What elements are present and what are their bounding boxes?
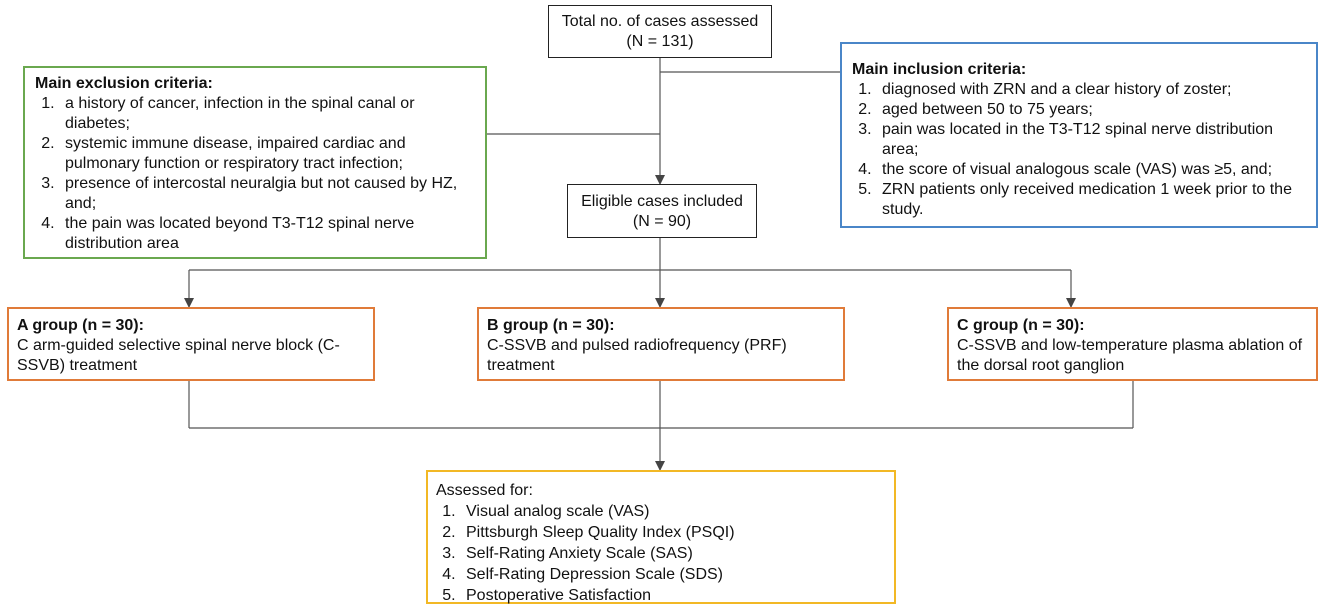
group-c-box: C group (n = 30): C-SSVB and low-tempera… (947, 307, 1318, 381)
exclusion-criteria-box: Main exclusion criteria: a history of ca… (23, 66, 487, 259)
total-cases-box: Total no. of cases assessed (N = 131) (548, 5, 772, 58)
exclusion-criteria-list: a history of cancer, infection in the sp… (35, 94, 475, 254)
eligible-cases-box: Eligible cases included (N = 90) (567, 184, 757, 238)
assessed-for-item: Postoperative Satisfaction (460, 585, 884, 606)
assessed-for-item: Visual analog scale (VAS) (460, 501, 884, 522)
group-a-title: A group (n = 30): (17, 317, 144, 334)
eligible-cases-label: Eligible cases included (581, 193, 743, 210)
inclusion-criteria-item: aged between 50 to 75 years; (876, 100, 1306, 120)
group-a-description: C arm-guided selective spinal nerve bloc… (17, 337, 340, 374)
inclusion-criteria-item: the score of visual analogous scale (VAS… (876, 160, 1306, 180)
inclusion-criteria-box: Main inclusion criteria: diagnosed with … (840, 42, 1318, 228)
group-c-description: C-SSVB and low-temperature plasma ablati… (957, 337, 1303, 374)
exclusion-criteria-item: the pain was located beyond T3-T12 spina… (59, 214, 475, 254)
exclusion-criteria-item: a history of cancer, infection in the sp… (59, 94, 475, 134)
group-a-box: A group (n = 30): C arm-guided selective… (7, 307, 375, 381)
assessed-for-item: Pittsburgh Sleep Quality Index (PSQI) (460, 522, 884, 543)
inclusion-criteria-list: diagnosed with ZRN and a clear history o… (852, 80, 1306, 220)
inclusion-criteria-item: ZRN patients only received medication 1 … (876, 180, 1306, 220)
exclusion-criteria-item: presence of intercostal neuralgia but no… (59, 174, 475, 214)
group-b-box: B group (n = 30): C-SSVB and pulsed radi… (477, 307, 845, 381)
group-b-title: B group (n = 30): (487, 317, 615, 334)
assessed-for-box: Assessed for: Visual analog scale (VAS) … (426, 470, 896, 604)
exclusion-criteria-item: systemic immune disease, impaired cardia… (59, 134, 475, 174)
total-cases-label: Total no. of cases assessed (561, 13, 759, 30)
exclusion-criteria-title: Main exclusion criteria: (35, 75, 213, 92)
assessed-for-list: Visual analog scale (VAS) Pittsburgh Sle… (436, 501, 884, 606)
total-cases-count: (N = 131) (626, 33, 694, 50)
group-c-title: C group (n = 30): (957, 317, 1085, 334)
inclusion-criteria-title: Main inclusion criteria: (852, 61, 1027, 78)
eligible-cases-count: (N = 90) (632, 213, 692, 230)
assessed-for-title: Assessed for: (436, 482, 533, 499)
inclusion-criteria-item: pain was located in the T3-T12 spinal ne… (876, 120, 1306, 160)
inclusion-criteria-item: diagnosed with ZRN and a clear history o… (876, 80, 1306, 100)
assessed-for-item: Self-Rating Depression Scale (SDS) (460, 564, 884, 585)
assessed-for-item: Self-Rating Anxiety Scale (SAS) (460, 543, 884, 564)
group-b-description: C-SSVB and pulsed radiofrequency (PRF) t… (487, 337, 787, 374)
